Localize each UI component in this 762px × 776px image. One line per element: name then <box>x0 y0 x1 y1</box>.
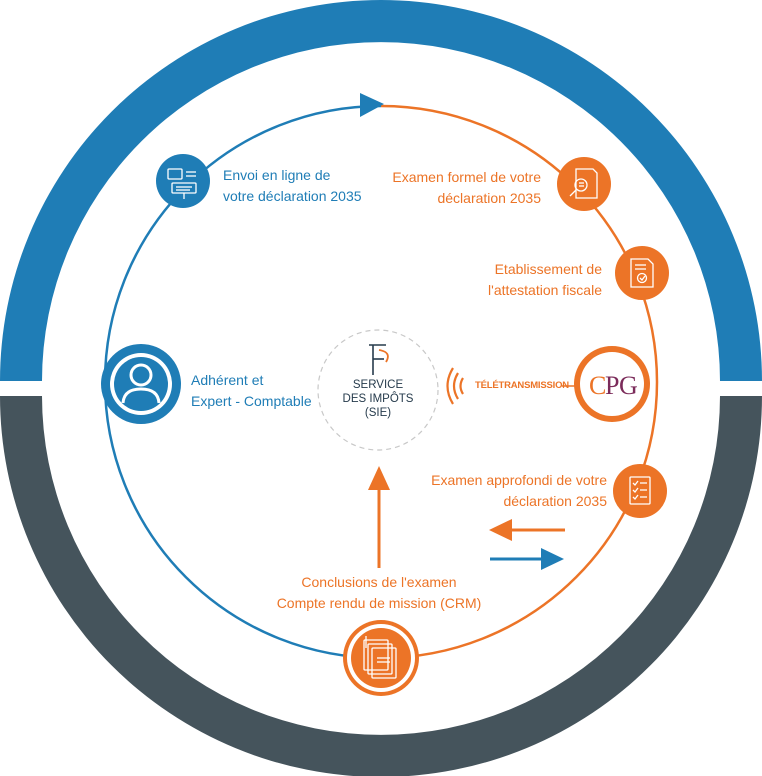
attestation-label-line2: l'attestation fiscale <box>488 282 602 298</box>
cycle-arrow-top <box>360 93 384 117</box>
conclusions-label: Conclusions de l'examen Compte rendu de … <box>254 572 504 614</box>
conclusions-label-line2: Compte rendu de mission (CRM) <box>276 595 482 611</box>
exchange-arrow-left <box>489 519 565 541</box>
documents-stack-icon <box>363 636 397 679</box>
arrow-up-to-sie <box>368 466 390 568</box>
sie-label-line3: (SIE) <box>364 407 392 419</box>
adherent-icon-circle <box>101 344 181 424</box>
svg-text:P: P <box>605 371 619 400</box>
examen-approfondi-label: Examen approfondi de votre déclaration 2… <box>431 470 607 512</box>
signal-waves-icon <box>446 367 464 405</box>
conclusions-label-line1: Conclusions de l'examen <box>301 574 457 590</box>
envoi-label-line1: Envoi en ligne de <box>223 167 331 183</box>
sie-label-line2: DES IMPÔTS <box>342 393 414 405</box>
keyboard-icon <box>167 168 197 199</box>
phase-ring-top <box>0 0 762 381</box>
examen-formel-icon-circle <box>557 157 611 211</box>
sie-logo-icon <box>369 344 389 375</box>
sie-label-line1: SERVICE <box>352 379 404 391</box>
examen-approfondi-label-line1: Examen approfondi de votre <box>431 472 607 488</box>
adherent-label-line1: Adhérent et <box>191 372 264 388</box>
cpg-circle <box>574 346 650 422</box>
envoi-label-line2: votre déclaration 2035 <box>223 188 362 204</box>
attestation-label: Etablissement de l'attestation fiscale <box>488 259 602 301</box>
examen-formel-label-line1: Examen formel de votre <box>392 169 541 185</box>
phase-ring-bottom <box>0 396 762 776</box>
adherent-label-line2: Expert - Comptable <box>191 393 312 409</box>
examen-formel-label-line2: déclaration 2035 <box>437 190 541 206</box>
adherent-label: Adhérent et Expert - Comptable <box>191 370 312 412</box>
certificate-icon <box>630 258 654 288</box>
sie-circle <box>317 329 439 451</box>
user-icon <box>121 363 161 404</box>
examen-formel-label: Examen formel de votre déclaration 2035 <box>392 167 541 209</box>
checklist-icon <box>629 476 651 505</box>
teletransmission-label: TÉLÉTRANSMISSION <box>475 380 569 391</box>
attestation-label-line1: Etablissement de <box>494 261 602 277</box>
document-magnifier-icon <box>569 168 598 199</box>
attestation-icon-circle <box>615 246 669 300</box>
phase-top-label: PHASE DÉCLARATIVE <box>292 68 470 96</box>
conclusions-icon-circle <box>343 620 419 696</box>
svg-text:C: C <box>589 371 606 400</box>
cpg-logo: C P G <box>589 371 638 400</box>
examen-approfondi-icon-circle <box>613 464 667 518</box>
sie-label: SERVICE DES IMPÔTS (SIE) <box>318 378 438 420</box>
svg-text:G: G <box>619 371 638 400</box>
examen-approfondi-label-line2: déclaration 2035 <box>503 493 607 509</box>
envoi-label: Envoi en ligne de votre déclaration 2035 <box>223 165 362 207</box>
exchange-arrow-right <box>490 548 564 570</box>
envoi-icon-circle <box>156 154 210 208</box>
